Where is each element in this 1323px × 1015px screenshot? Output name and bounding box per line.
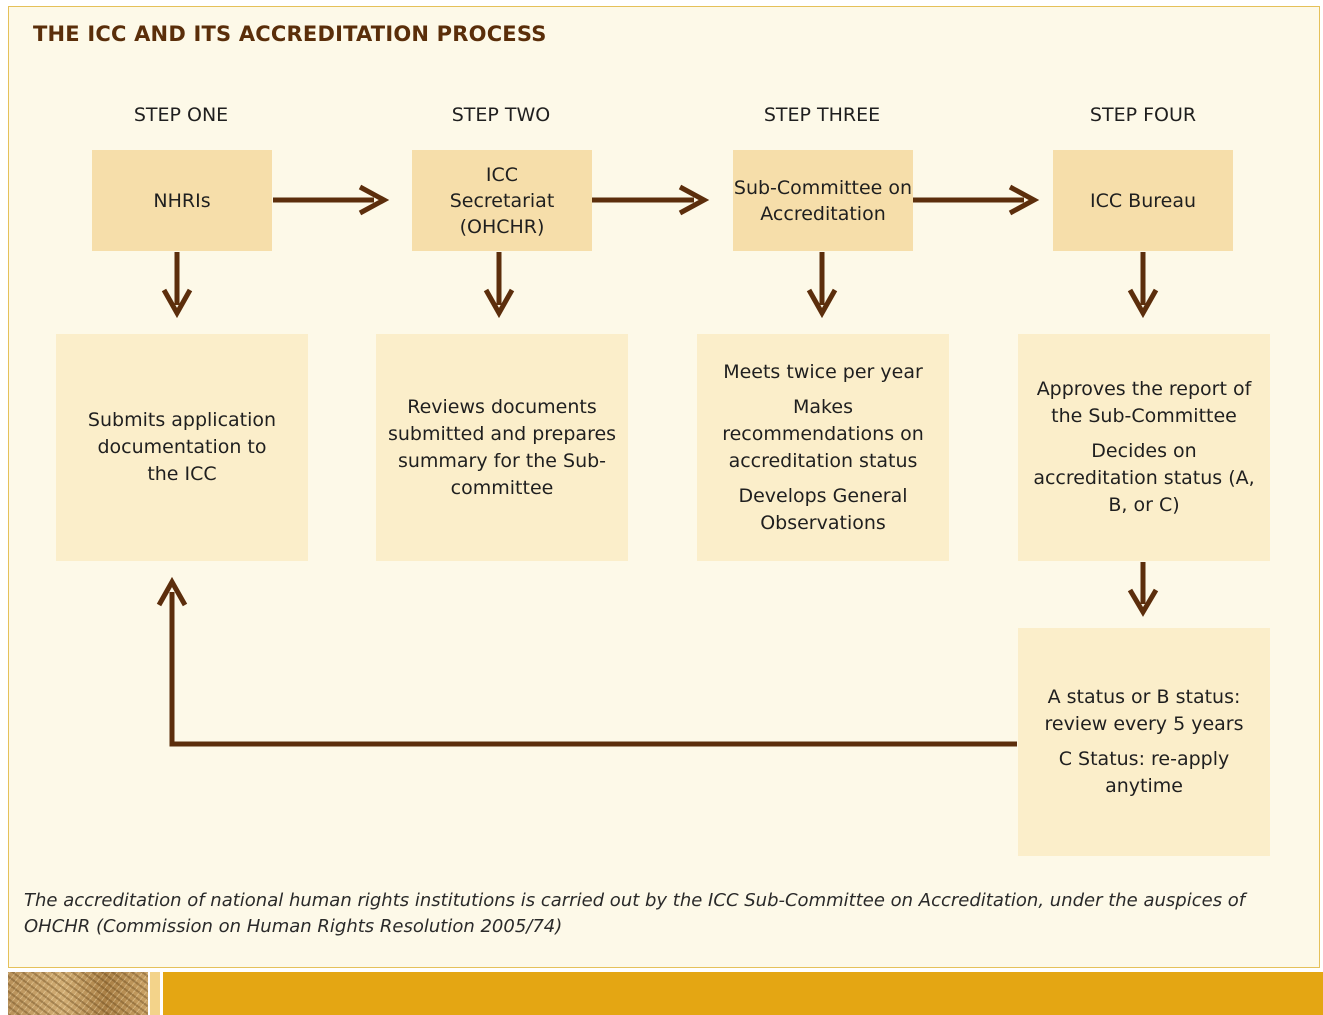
step-one-label: STEP ONE bbox=[133, 104, 229, 126]
step-four-label: STEP FOUR bbox=[1089, 104, 1197, 126]
arrow-down-step-three bbox=[806, 252, 838, 319]
detail-text: Decides on accreditation status (A, B, o… bbox=[1033, 440, 1255, 516]
actor-box-icc-bureau: ICC Bureau bbox=[1053, 150, 1233, 251]
arrow-down-to-outcome bbox=[1127, 562, 1159, 617]
actor-box-nhris: NHRIs bbox=[92, 150, 272, 251]
actor-label: Sub-Committee on Accreditation bbox=[733, 176, 913, 225]
detail-text: Makes recommendations on accreditation s… bbox=[722, 395, 924, 472]
actor-box-icc-secretariat: ICC Secretariat (OHCHR) bbox=[412, 150, 592, 251]
arrow-step-three-to-four bbox=[913, 184, 1040, 216]
arrow-step-one-to-two bbox=[273, 184, 390, 216]
arrow-step-two-to-three bbox=[592, 184, 710, 216]
detail-box-step-one: Submits application documentation to the… bbox=[56, 334, 308, 561]
arrow-down-step-one bbox=[161, 252, 193, 319]
detail-box-step-two: Reviews documents submitted and prepares… bbox=[376, 334, 628, 561]
step-two-label: STEP TWO bbox=[451, 104, 551, 126]
outcome-text: A status or B status: review every 5 yea… bbox=[1044, 686, 1244, 735]
actor-label: ICC Secretariat (OHCHR) bbox=[449, 163, 555, 238]
step-three-label: STEP THREE bbox=[763, 104, 881, 126]
actor-box-sub-committee: Sub-Committee on Accreditation bbox=[733, 150, 913, 251]
detail-text: Approves the report of the Sub-Committee bbox=[1036, 378, 1252, 427]
arrow-feedback-loop bbox=[156, 576, 1017, 747]
outcome-box: A status or B status: review every 5 yea… bbox=[1018, 628, 1270, 856]
arrow-down-step-four bbox=[1127, 252, 1159, 319]
detail-text: Reviews documents submitted and prepares… bbox=[387, 395, 617, 499]
caption: The accreditation of national human righ… bbox=[24, 890, 1246, 937]
actor-label: NHRIs bbox=[153, 189, 211, 212]
footer-texture-image bbox=[8, 972, 148, 1015]
diagram-title: THE ICC AND ITS ACCREDITATION PROCESS bbox=[33, 22, 547, 46]
arrow-down-step-two bbox=[483, 252, 515, 319]
detail-text: Develops General Observations bbox=[738, 484, 908, 534]
detail-text: Meets twice per year bbox=[723, 360, 923, 383]
outcome-text: C Status: re-apply anytime bbox=[1058, 748, 1230, 797]
detail-box-step-four: Approves the report of the Sub-Committee… bbox=[1018, 334, 1270, 561]
footer-bar bbox=[163, 972, 1323, 1015]
footer-divider bbox=[150, 972, 160, 1015]
actor-label: ICC Bureau bbox=[1089, 189, 1197, 212]
detail-text: Submits application documentation to the… bbox=[87, 409, 277, 485]
detail-box-step-three: Meets twice per year Makes recommendatio… bbox=[697, 334, 949, 561]
